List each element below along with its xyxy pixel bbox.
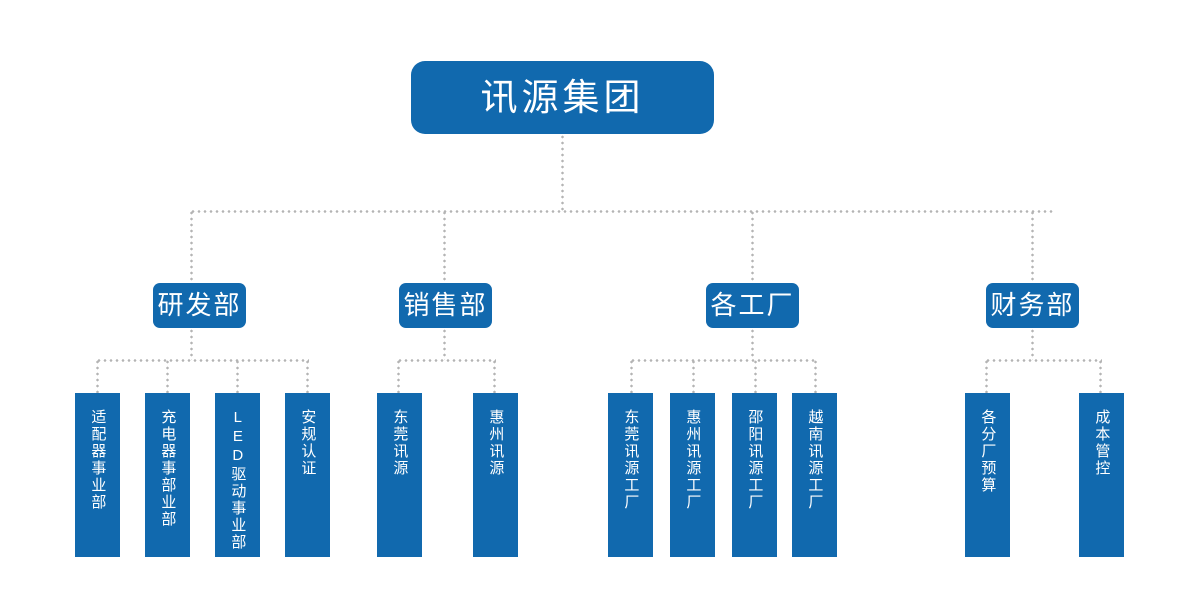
connector-rnd-drop xyxy=(190,328,193,360)
org-node-label: LED驱动事业部 xyxy=(229,409,247,551)
org-node-label: 惠州讯源工厂 xyxy=(684,409,702,511)
connector-root-stem xyxy=(561,134,564,212)
connector-dept-stem-rnd xyxy=(190,210,193,284)
org-node-label: 越南讯源工厂 xyxy=(806,409,824,511)
org-node-label: 成本管控 xyxy=(1093,409,1111,477)
org-node-sales[interactable]: 销售部 xyxy=(399,283,492,328)
org-node-label: 充电器事部业部 xyxy=(159,409,177,528)
org-node-factories-child-4[interactable]: 越南讯源工厂 xyxy=(792,393,837,557)
connector-sales-drop xyxy=(443,328,446,360)
org-node-rnd-child-1[interactable]: 适配器事业部 xyxy=(75,393,120,557)
connector-dept-stem-sales xyxy=(443,210,446,284)
org-node-label: 东莞讯源工厂 xyxy=(622,409,640,511)
connector-finance-drop xyxy=(1031,328,1034,360)
org-node-factories-child-1[interactable]: 东莞讯源工厂 xyxy=(608,393,653,557)
org-node-rnd-child-3[interactable]: LED驱动事业部 xyxy=(215,393,260,557)
connector-dept-stem-factories xyxy=(751,210,754,284)
org-node-factories-child-2[interactable]: 惠州讯源工厂 xyxy=(670,393,715,557)
org-node-factories[interactable]: 各工厂 xyxy=(706,283,799,328)
connector-sales-child-2 xyxy=(493,359,496,393)
connector-sales-child-1 xyxy=(397,359,400,393)
org-node-label: 惠州讯源 xyxy=(487,409,505,477)
connector-factories-bus xyxy=(630,359,816,362)
connector-rnd-child-4 xyxy=(306,359,309,393)
org-node-root[interactable]: 讯源集团 xyxy=(411,61,714,134)
org-node-factories-child-3[interactable]: 邵阳讯源工厂 xyxy=(732,393,777,557)
org-node-label: 安规认证 xyxy=(299,409,317,477)
org-node-label: 适配器事业部 xyxy=(89,409,107,511)
org-node-label: 各分厂预算 xyxy=(979,409,997,494)
org-node-rnd[interactable]: 研发部 xyxy=(153,283,246,328)
org-node-finance-child-1[interactable]: 各分厂预算 xyxy=(965,393,1010,557)
org-node-label: 东莞讯源 xyxy=(391,409,409,477)
org-node-finance-child-2[interactable]: 成本管控 xyxy=(1079,393,1124,557)
connector-factories-drop xyxy=(751,328,754,360)
org-node-sales-child-1[interactable]: 东莞讯源 xyxy=(377,393,422,557)
org-node-label: 邵阳讯源工厂 xyxy=(746,409,764,511)
org-node-sales-child-2[interactable]: 惠州讯源 xyxy=(473,393,518,557)
connector-rnd-child-1 xyxy=(96,359,99,393)
connector-dept-stem-finance xyxy=(1031,210,1034,284)
connector-finance-bus xyxy=(985,359,1102,362)
connector-rnd-child-2 xyxy=(166,359,169,393)
connector-finance-child-1 xyxy=(985,359,988,393)
connector-factories-child-2 xyxy=(692,359,695,393)
org-node-rnd-child-2[interactable]: 充电器事部业部 xyxy=(145,393,190,557)
connector-finance-child-2 xyxy=(1099,359,1102,393)
org-node-finance[interactable]: 财务部 xyxy=(986,283,1079,328)
connector-factories-child-4 xyxy=(814,359,817,393)
connector-rnd-child-3 xyxy=(236,359,239,393)
connector-factories-child-1 xyxy=(630,359,633,393)
connector-sales-bus xyxy=(397,359,496,362)
connector-rnd-bus xyxy=(96,359,309,362)
connector-factories-child-3 xyxy=(754,359,757,393)
org-node-rnd-child-4[interactable]: 安规认证 xyxy=(285,393,330,557)
connector-main-bus xyxy=(190,210,1054,213)
